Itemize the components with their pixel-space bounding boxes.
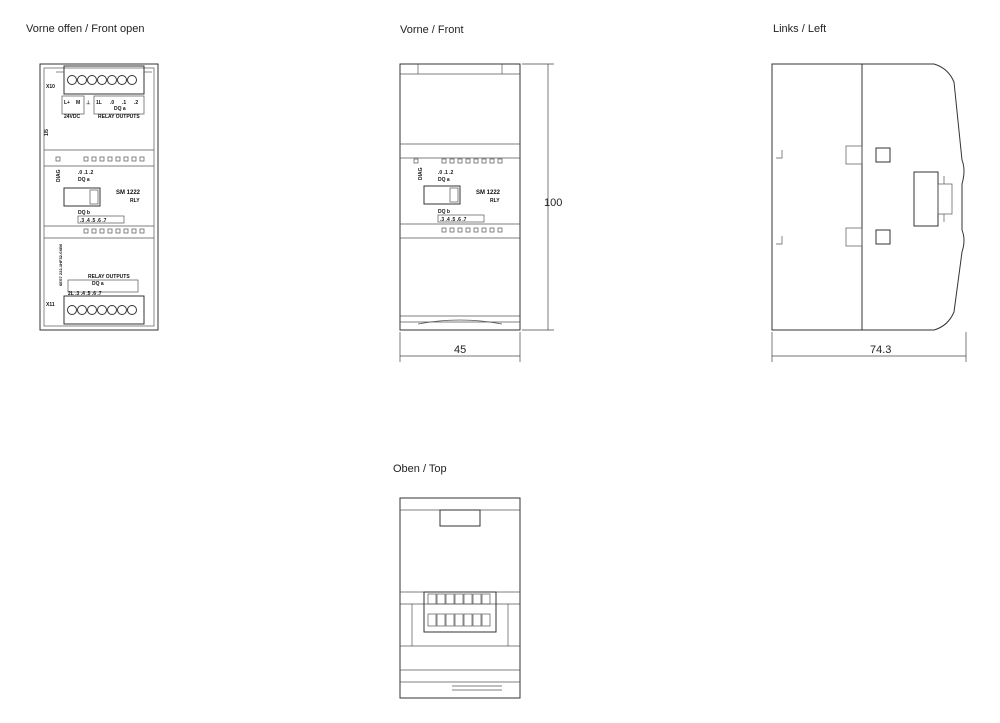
bottom-terminal-block bbox=[63, 295, 145, 325]
top-view bbox=[399, 497, 521, 699]
front-housing bbox=[399, 63, 521, 331]
housing-outline bbox=[39, 63, 159, 331]
front-diag-label: DIAG bbox=[418, 167, 424, 180]
front-dq-b-label: DQ b bbox=[438, 209, 450, 215]
front-view: DIAG .0 .1 .2 DQ a SM 1222 RLY DQ b .3 .… bbox=[399, 63, 562, 362]
q2-label: .2 bbox=[134, 100, 138, 106]
relay-outputs-bottom-label: RELAY OUTPUTS bbox=[88, 274, 130, 280]
l-plus-label: L+ bbox=[64, 100, 70, 106]
vdc-label: 24VDC bbox=[64, 114, 81, 120]
q-row-top-label: .0 .1 .2 bbox=[78, 170, 94, 176]
bottom-terminal-labels: 2L .3 .4 .5 .6 .7 bbox=[68, 291, 102, 297]
led-row-bottom bbox=[83, 228, 145, 234]
order-number-label: 6ES7 222-1HF32-0XB0 bbox=[58, 243, 63, 286]
bottom-terminal-screws bbox=[67, 305, 137, 315]
one-l-label: 1L bbox=[96, 100, 102, 106]
model-label: SM 1222 bbox=[116, 190, 141, 196]
top-terminal-screws bbox=[67, 75, 137, 85]
din-clip bbox=[913, 171, 939, 227]
m-label: M bbox=[76, 100, 80, 106]
housing-inner bbox=[43, 67, 155, 327]
side-mark-label: 1/5 bbox=[44, 129, 50, 136]
front-open-view: X10 L+ M ⊥ 1L .0 .1 .2 DQ a 24VDC RELAY … bbox=[39, 63, 159, 331]
q0-label: .0 bbox=[110, 100, 114, 106]
front-open-view-title: Vorne offen / Front open bbox=[26, 23, 145, 35]
relay-outputs-top-label: RELAY OUTPUTS bbox=[98, 114, 140, 120]
led-row-top bbox=[55, 156, 145, 162]
x11-label: X11 bbox=[46, 302, 55, 308]
front-led-row-top bbox=[413, 158, 503, 164]
latch-bottom bbox=[845, 227, 863, 247]
front-dq-a-label: DQ a bbox=[438, 177, 450, 183]
top-terminal-block bbox=[63, 65, 145, 95]
mode-slot bbox=[63, 187, 101, 207]
front-mode-slot bbox=[423, 185, 461, 205]
front-led-row-bottom bbox=[441, 227, 503, 233]
variant-label: RLY bbox=[130, 198, 140, 204]
dq-a-mid-label: DQ a bbox=[78, 177, 90, 183]
front-model-label: SM 1222 bbox=[476, 190, 501, 196]
front-q-row-top-label: .0 .1 .2 bbox=[438, 170, 454, 176]
front-height-dimension: 100 bbox=[522, 63, 562, 331]
front-view-title: Vorne / Front bbox=[400, 24, 464, 36]
q1-label: .1 bbox=[122, 100, 126, 106]
top-housing bbox=[399, 497, 521, 699]
front-variant-label: RLY bbox=[490, 198, 500, 204]
front-height-value: 100 bbox=[544, 197, 562, 209]
left-view: 74.3 bbox=[771, 63, 967, 362]
dq-a-top-label: DQ a bbox=[114, 106, 126, 112]
top-connector-cover bbox=[439, 509, 481, 527]
dq-a-bottom-label: DQ a bbox=[92, 281, 104, 287]
diag-label: DIAG bbox=[56, 169, 62, 182]
top-terminal-slots bbox=[427, 593, 491, 627]
x10-label: X10 bbox=[46, 84, 55, 90]
left-depth-value: 74.3 bbox=[870, 344, 891, 356]
top-view-title: Oben / Top bbox=[393, 463, 447, 475]
q-row-bottom-label: .3 .4 .5 .6 .7 bbox=[80, 218, 107, 224]
dq-b-label: DQ b bbox=[78, 210, 90, 216]
left-view-title: Links / Left bbox=[773, 23, 827, 35]
left-depth-dimension: 74.3 bbox=[771, 332, 967, 362]
front-q-row-bottom-label: .3 .4 .5 .6 .7 bbox=[440, 217, 467, 223]
ground-icon: ⊥ bbox=[86, 100, 91, 106]
latch-top bbox=[845, 145, 863, 165]
front-width-value: 45 bbox=[454, 344, 466, 356]
top-terminal-strip bbox=[423, 591, 497, 633]
front-width-dimension: 45 bbox=[399, 332, 521, 362]
left-housing bbox=[771, 63, 863, 331]
